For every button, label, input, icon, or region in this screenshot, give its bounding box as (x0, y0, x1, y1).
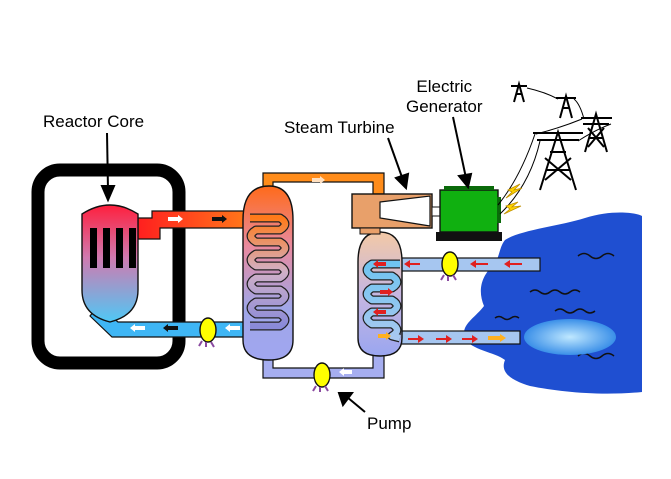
feedwater-pump (312, 362, 331, 392)
steam-turbine (351, 193, 433, 235)
electric-generator-label: Electric Generator (406, 77, 483, 118)
generator-label-line2: Generator (406, 97, 483, 117)
control-rods (90, 228, 136, 268)
warm-water-plume (524, 319, 616, 355)
steam-generator (242, 185, 294, 361)
steam-turbine-label: Steam Turbine (284, 118, 395, 137)
flow-arrows (130, 176, 522, 376)
electric-generator (436, 186, 502, 241)
hot-leg-pipe (137, 210, 251, 240)
power-lines (497, 87, 612, 215)
pointer-arrows (100, 116, 473, 413)
reactor-core-vessel (81, 204, 139, 323)
primary-pump (198, 317, 217, 348)
transmission-towers (511, 80, 612, 191)
cooling-water-pump (440, 251, 459, 281)
electricity-sparks (503, 183, 523, 215)
reactor-core-label: Reactor Core (43, 112, 145, 131)
pump-label: Pump (367, 414, 412, 433)
generator-label-line1: Electric (416, 77, 473, 96)
water-ripples (494, 252, 615, 360)
